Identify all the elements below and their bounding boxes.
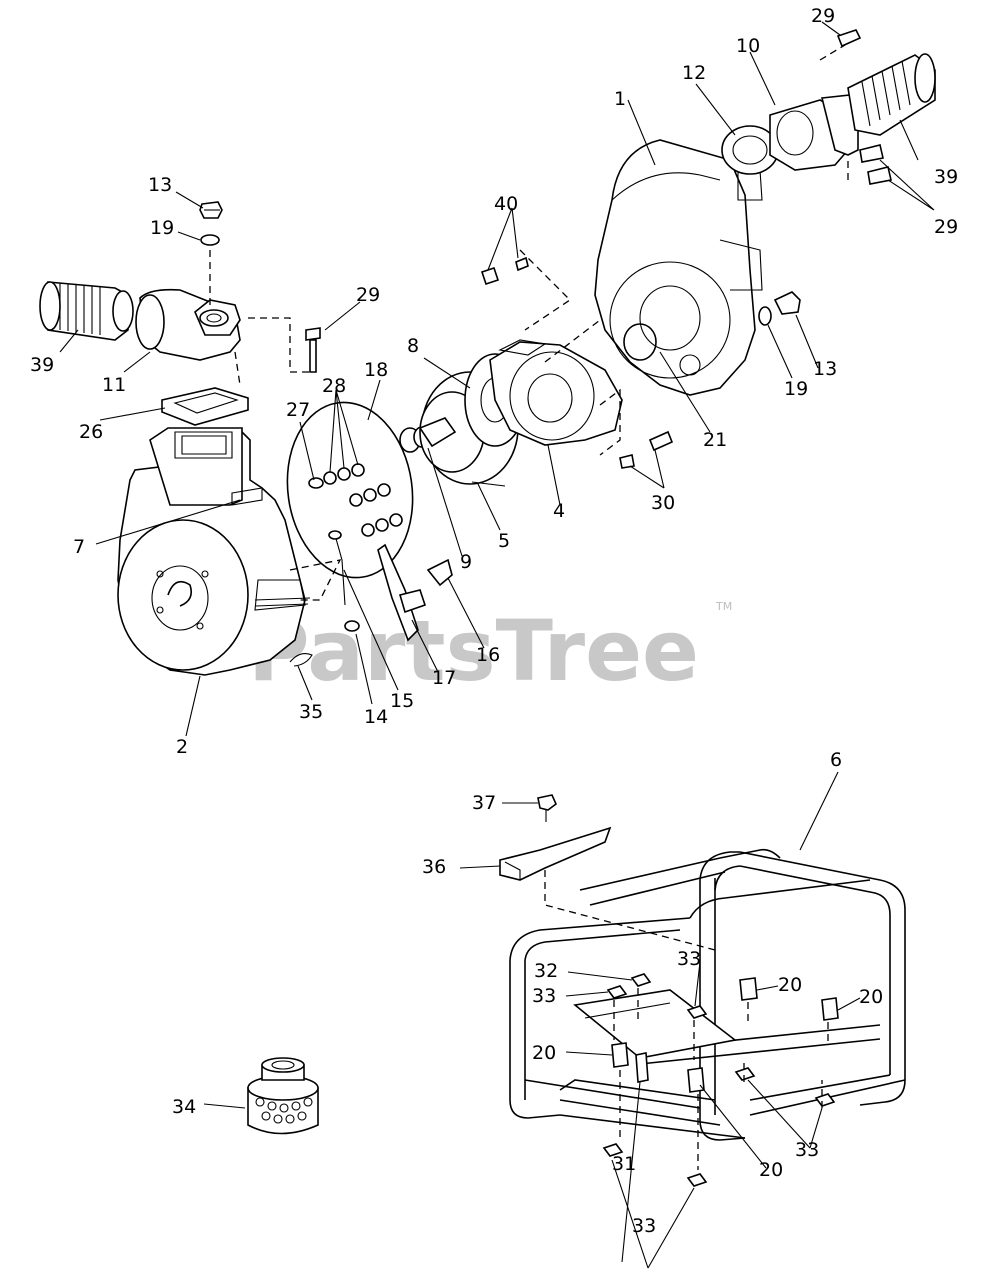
part-11-elbow (135, 288, 241, 361)
callout-20: 20 (778, 974, 802, 996)
part-13-plug-right (773, 291, 801, 315)
callout-20: 20 (759, 1159, 783, 1181)
callout-35: 35 (299, 701, 323, 723)
callout-2: 2 (176, 736, 188, 758)
callout-6: 6 (830, 749, 842, 771)
callout-15: 15 (390, 690, 414, 712)
callout-16: 16 (476, 644, 500, 666)
assembly-alignment-lines (209, 44, 849, 601)
part-17-lever (377, 543, 427, 642)
callout-19: 19 (150, 217, 174, 239)
callout-28: 28 (322, 375, 346, 397)
callout-17: 17 (432, 667, 456, 689)
part-39-left-coupling (39, 281, 134, 341)
callout-33: 33 (677, 948, 701, 970)
part-1-pump-casing (594, 139, 763, 396)
leader-lines (59, 21, 935, 1269)
callout-18: 18 (364, 359, 388, 381)
part-2-pump-housing (117, 427, 311, 676)
callout-33: 33 (632, 1215, 656, 1237)
callout-33: 33 (532, 985, 556, 1007)
callout-27: 27 (286, 399, 310, 421)
part-30-fasteners (619, 430, 674, 469)
part-36-bracket (499, 826, 612, 881)
part-26-gasket (161, 387, 249, 426)
callout-11: 11 (102, 374, 126, 396)
part-14-washer (344, 620, 360, 632)
callout-34: 34 (172, 1096, 196, 1118)
part-10-flange (769, 94, 859, 171)
bracket-alignment-line (544, 870, 716, 951)
callout-29: 29 (934, 216, 958, 238)
callout-36: 36 (422, 856, 446, 878)
callout-10: 10 (736, 35, 760, 57)
part-33-nuts (602, 985, 836, 1187)
callout-31: 31 (612, 1153, 636, 1175)
callout-14: 14 (364, 706, 388, 728)
part-39-right-coupling (847, 53, 936, 136)
callout-12: 12 (682, 62, 706, 84)
callout-4: 4 (553, 500, 565, 522)
part-31-bolt (635, 1052, 649, 1083)
callout-13: 13 (813, 358, 837, 380)
part-35-clip (289, 653, 313, 667)
part-19-washer-right (758, 306, 772, 326)
callout-37: 37 (472, 792, 496, 814)
callout-29: 29 (356, 284, 380, 306)
part-37-wing-bolt (537, 794, 557, 822)
mount-alignment-lines (613, 988, 829, 1170)
part-40-fasteners (480, 256, 529, 286)
part-16-knob (426, 558, 453, 587)
callout-20: 20 (859, 986, 883, 1008)
mount-plates (573, 989, 737, 1059)
callout-9: 9 (460, 551, 472, 573)
part-29-bolt-left (305, 327, 321, 373)
callout-29: 29 (811, 5, 835, 27)
part-32-nut (630, 973, 652, 987)
part-29-bolts-right (836, 29, 892, 185)
callout-1: 1 (614, 88, 626, 110)
callout-39: 39 (30, 354, 54, 376)
callout-32: 32 (534, 960, 558, 982)
callout-labels: 29 10 12 1 39 29 13 19 40 29 39 11 8 28 … (30, 5, 958, 1237)
part-34-strainer (247, 1057, 319, 1135)
callout-20: 20 (532, 1042, 556, 1064)
watermark-text: PartsTree (248, 602, 699, 700)
callout-7: 7 (73, 536, 85, 558)
callout-5: 5 (498, 530, 510, 552)
part-19-washer-left (200, 234, 220, 246)
part-13-drain-plug-left (199, 201, 223, 219)
part-4-volute (489, 339, 623, 446)
callout-19: 19 (784, 378, 808, 400)
part-15-pin (328, 530, 346, 606)
watermark-trademark: TM (715, 600, 732, 613)
callout-39: 39 (934, 166, 958, 188)
callout-33: 33 (795, 1139, 819, 1161)
part-18-plate (286, 401, 414, 579)
part-6-frame (509, 848, 906, 1141)
callout-26: 26 (79, 421, 103, 443)
callout-13: 13 (148, 174, 172, 196)
callout-21: 21 (703, 429, 727, 451)
part-20-rubber-mounts (611, 977, 839, 1093)
part-27-28-washers-nuts (308, 463, 403, 537)
callout-40: 40 (494, 193, 518, 215)
callout-8: 8 (407, 335, 419, 357)
callout-30: 30 (651, 492, 675, 514)
